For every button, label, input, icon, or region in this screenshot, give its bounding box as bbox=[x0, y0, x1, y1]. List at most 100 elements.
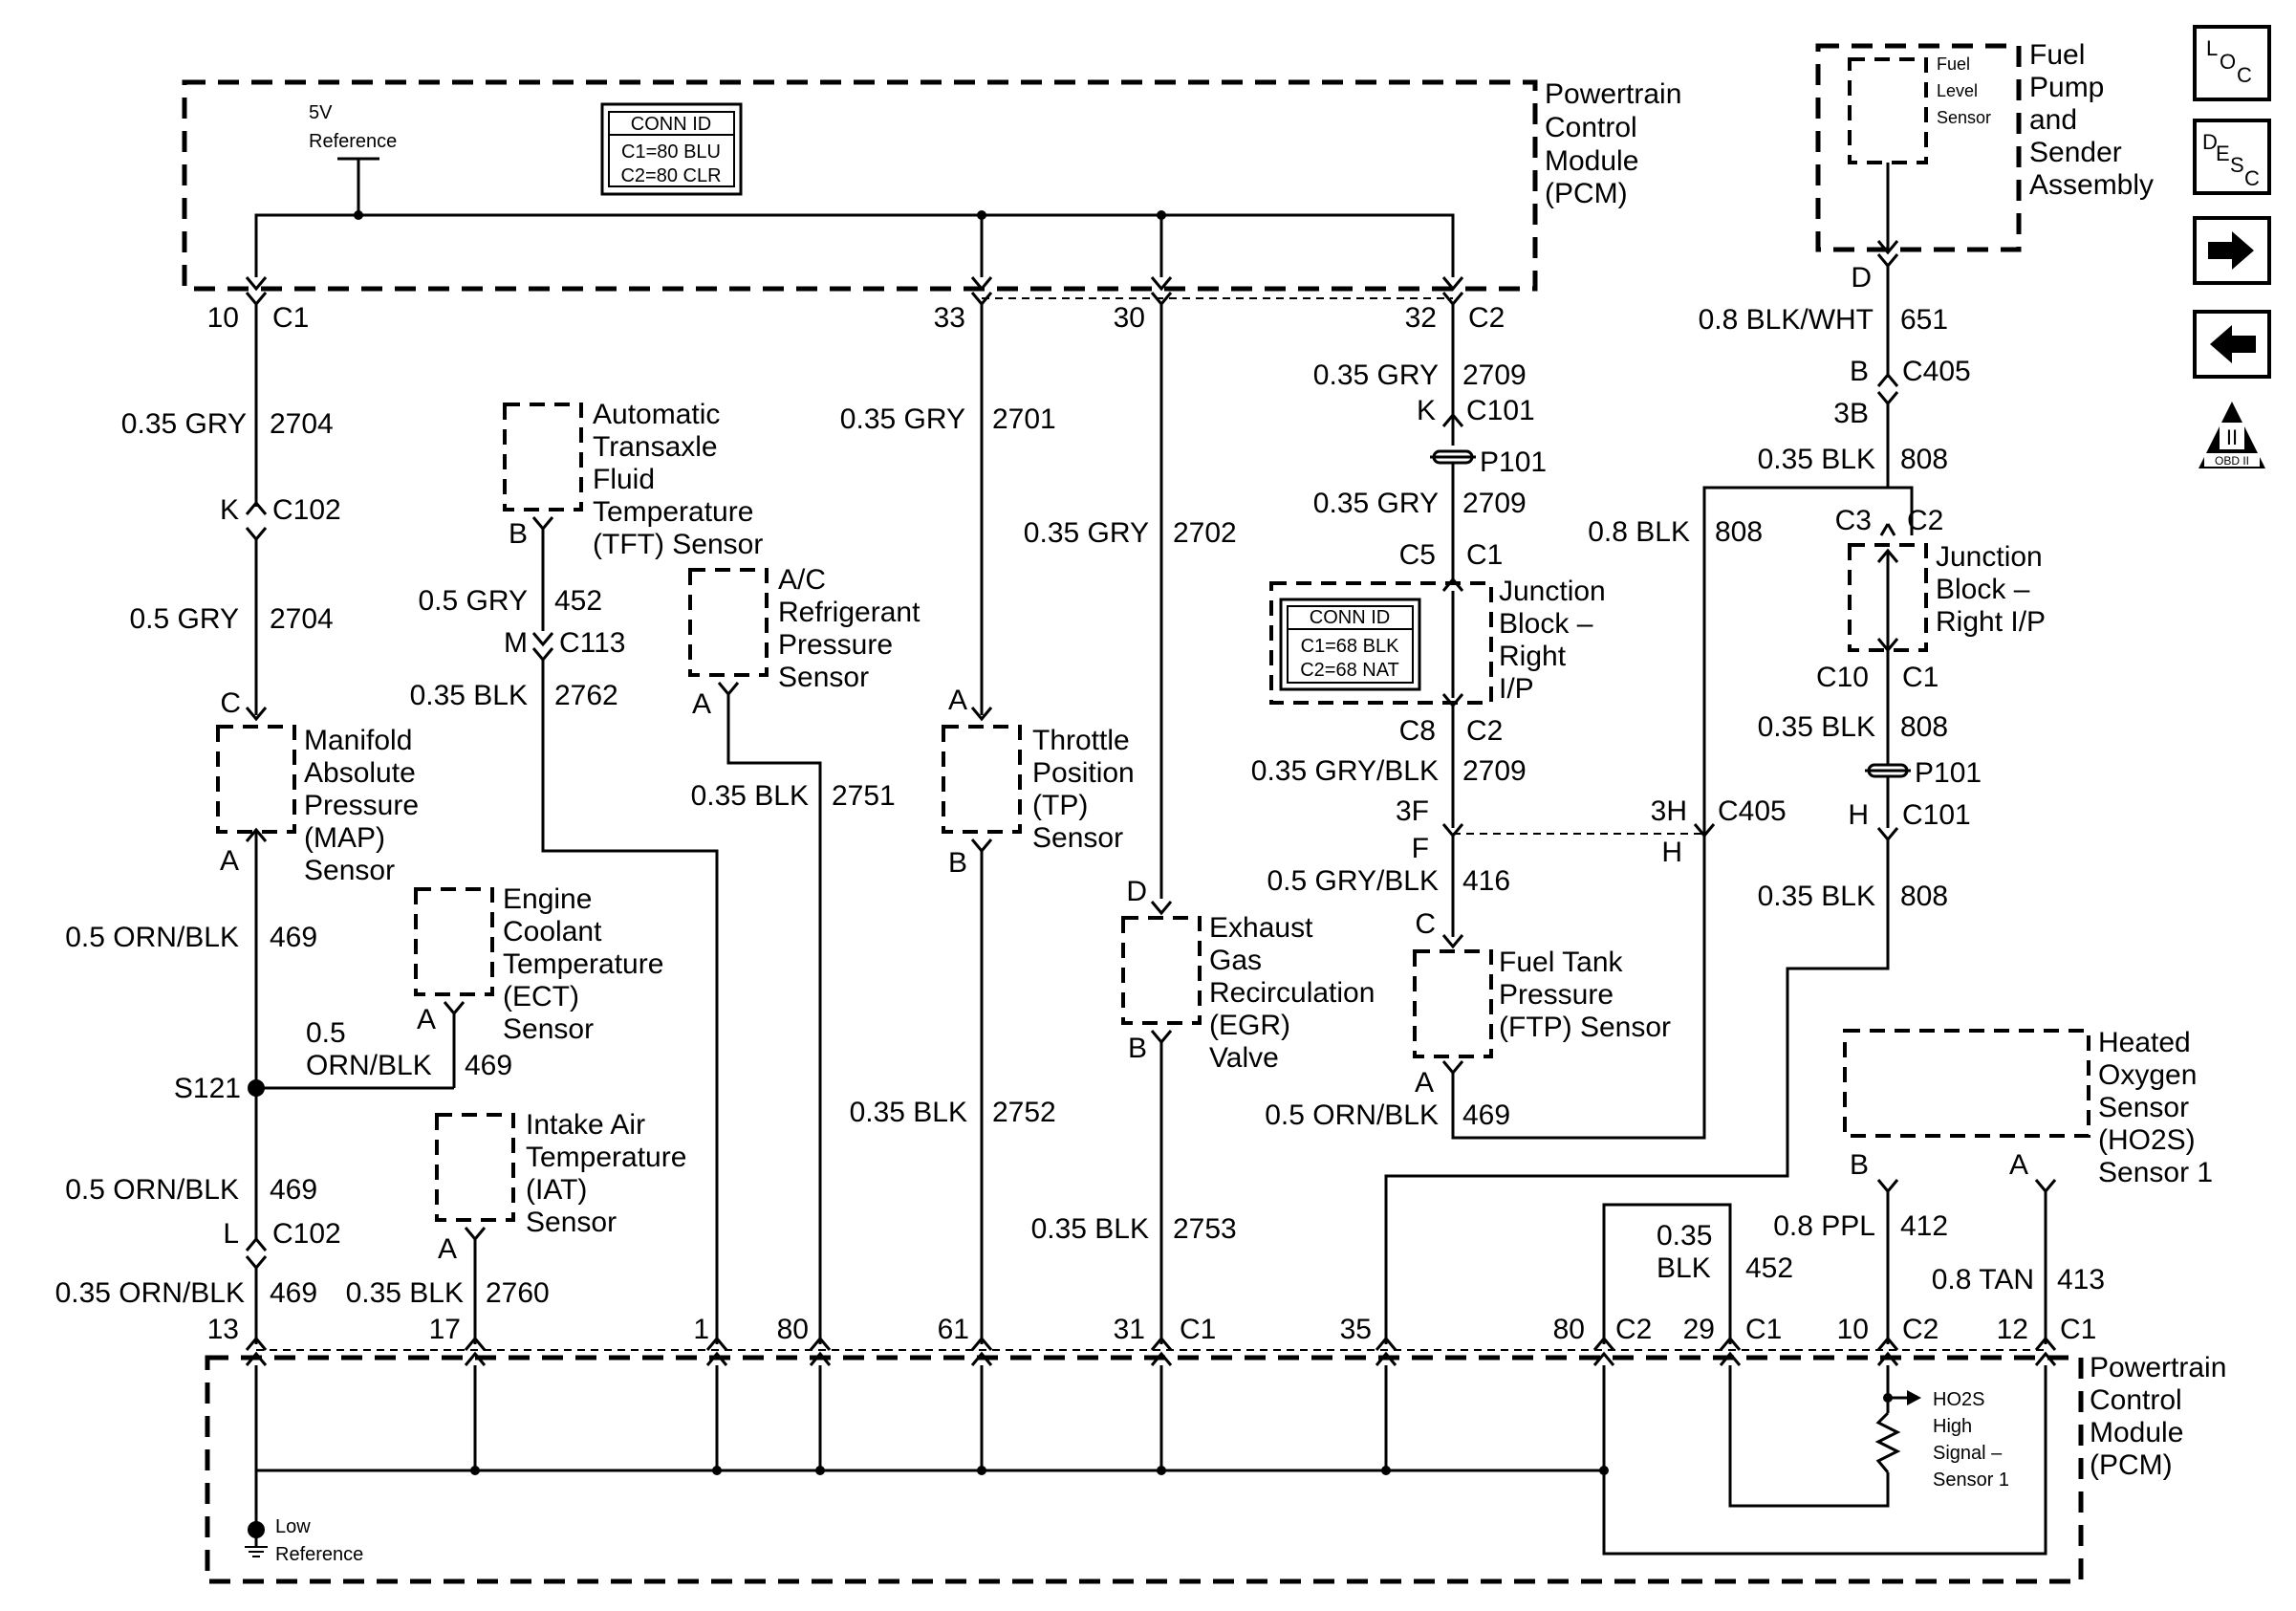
svg-text:2753: 2753 bbox=[1173, 1213, 1237, 1245]
svg-text:3F: 3F bbox=[1396, 795, 1429, 827]
svg-text:C113: C113 bbox=[559, 627, 626, 659]
resistor-icon bbox=[1874, 1411, 1901, 1473]
junction-block-right bbox=[1848, 543, 1928, 652]
svg-text:412: 412 bbox=[1900, 1210, 1948, 1242]
svg-text:P101: P101 bbox=[1915, 757, 1982, 789]
svg-text:2709: 2709 bbox=[1462, 488, 1527, 519]
svg-text:0.35: 0.35 bbox=[1657, 1220, 1712, 1252]
svg-text:D: D bbox=[2202, 130, 2218, 154]
svg-text:808: 808 bbox=[1900, 881, 1948, 912]
connector-c101-h bbox=[1876, 827, 1899, 842]
svg-text:Fuel: Fuel bbox=[1937, 54, 1970, 74]
map-sensor-label: Manifold Absolute Pressure (MAP) Sensor bbox=[304, 725, 419, 886]
svg-text:Temperature: Temperature bbox=[593, 496, 753, 528]
svg-text:Sender: Sender bbox=[2029, 137, 2122, 168]
svg-text:Pressure: Pressure bbox=[1499, 979, 1614, 1011]
pcm-top-label: Powertrain Control Module (PCM) bbox=[1545, 78, 1681, 209]
svg-text:S: S bbox=[2230, 153, 2244, 177]
svg-text:0.35 BLK: 0.35 BLK bbox=[1758, 881, 1875, 912]
fuse-p101b bbox=[1865, 763, 1911, 778]
svg-text:C101: C101 bbox=[1902, 799, 1971, 831]
svg-text:Manifold: Manifold bbox=[304, 725, 412, 756]
svg-text:Valve: Valve bbox=[1209, 1042, 1279, 1074]
svg-text:2704: 2704 bbox=[270, 408, 334, 440]
svg-text:3B: 3B bbox=[1833, 398, 1869, 429]
svg-text:C1=68 BLK: C1=68 BLK bbox=[1301, 636, 1400, 657]
svg-text:C102: C102 bbox=[272, 494, 341, 526]
svg-text:469: 469 bbox=[270, 1277, 317, 1309]
svg-text:Sensor: Sensor bbox=[778, 662, 869, 693]
svg-text:2762: 2762 bbox=[554, 680, 618, 711]
svg-text:OBD II: OBD II bbox=[2215, 454, 2249, 468]
svg-text:D: D bbox=[1851, 262, 1872, 294]
svg-text:Automatic: Automatic bbox=[593, 399, 720, 430]
svg-text:2702: 2702 bbox=[1173, 517, 1237, 549]
pin-label: 33 bbox=[934, 302, 965, 334]
svg-text:Fluid: Fluid bbox=[593, 464, 655, 495]
location-button[interactable]: L O C bbox=[2193, 25, 2271, 101]
svg-text:ORN/BLK: ORN/BLK bbox=[306, 1050, 432, 1081]
svg-text:Engine: Engine bbox=[503, 883, 592, 915]
connector-label: C2 bbox=[1468, 302, 1505, 334]
svg-text:O: O bbox=[2220, 50, 2236, 74]
iat-sensor bbox=[435, 1113, 515, 1222]
svg-text:C102: C102 bbox=[272, 1218, 341, 1250]
svg-text:A: A bbox=[438, 1233, 457, 1265]
svg-text:L: L bbox=[2206, 36, 2218, 60]
svg-text:2709: 2709 bbox=[1462, 755, 1527, 787]
svg-text:Right: Right bbox=[1499, 641, 1567, 672]
svg-text:Transaxle: Transaxle bbox=[593, 431, 718, 463]
svg-text:0.35 GRY: 0.35 GRY bbox=[1313, 359, 1439, 391]
svg-text:2709: 2709 bbox=[1462, 359, 1527, 391]
svg-text:0.8 TAN: 0.8 TAN bbox=[1932, 1264, 2034, 1295]
svg-text:29: 29 bbox=[1683, 1314, 1715, 1345]
svg-text:Gas: Gas bbox=[1209, 945, 1262, 976]
svg-text:2704: 2704 bbox=[270, 603, 334, 635]
svg-text:Sensor 1: Sensor 1 bbox=[1933, 1469, 2009, 1491]
svg-text:0.35 BLK: 0.35 BLK bbox=[410, 680, 528, 711]
svg-text:0.35 BLK: 0.35 BLK bbox=[1758, 711, 1875, 743]
svg-text:808: 808 bbox=[1715, 516, 1763, 548]
pcm-ground-bus bbox=[254, 1365, 2047, 1556]
pcm-top-box bbox=[182, 79, 1538, 292]
svg-text:C10: C10 bbox=[1816, 662, 1869, 693]
svg-text:(PCM): (PCM) bbox=[1545, 178, 1628, 209]
svg-text:651: 651 bbox=[1900, 304, 1948, 336]
svg-text:(TP): (TP) bbox=[1032, 790, 1088, 821]
svg-text:B: B bbox=[948, 847, 967, 879]
svg-text:Block –: Block – bbox=[1936, 574, 2030, 605]
previous-page-button[interactable] bbox=[2193, 310, 2271, 379]
ftp-sensor-label: Fuel Tank Pressure (FTP) Sensor bbox=[1499, 947, 1671, 1043]
svg-text:B: B bbox=[1850, 356, 1869, 387]
svg-text:C1: C1 bbox=[1745, 1314, 1782, 1345]
junction-block-left-label: Junction Block – Right I/P bbox=[1499, 576, 1606, 705]
svg-text:C2: C2 bbox=[1902, 1314, 1939, 1345]
arrow-left-icon bbox=[2210, 325, 2256, 363]
svg-text:C405: C405 bbox=[1718, 795, 1787, 827]
wire-452-loop bbox=[1602, 1203, 1732, 1344]
svg-text:C2: C2 bbox=[1615, 1314, 1652, 1345]
svg-text:C1: C1 bbox=[1902, 662, 1939, 693]
svg-text:A: A bbox=[417, 1004, 436, 1035]
svg-text:Absolute: Absolute bbox=[304, 757, 416, 789]
junction-block-left bbox=[1269, 581, 1493, 705]
connector-label: C1 bbox=[272, 302, 309, 334]
svg-text:B: B bbox=[1850, 1149, 1869, 1181]
svg-text:Signal –: Signal – bbox=[1933, 1443, 2003, 1464]
svg-text:(TFT) Sensor: (TFT) Sensor bbox=[593, 529, 763, 560]
svg-text:0.35 GRY: 0.35 GRY bbox=[121, 408, 247, 440]
svg-text:0.5 GRY/BLK: 0.5 GRY/BLK bbox=[1267, 865, 1439, 897]
svg-text:Reference: Reference bbox=[309, 131, 397, 152]
connector-c101-k bbox=[1441, 412, 1464, 427]
svg-text:CONN ID: CONN ID bbox=[631, 114, 711, 135]
svg-text:B: B bbox=[509, 518, 528, 550]
next-page-button[interactable] bbox=[2193, 216, 2271, 285]
fuel-level-sensor-label: Fuel Level Sensor bbox=[1937, 54, 1991, 127]
svg-text:Pump: Pump bbox=[2029, 72, 2104, 103]
svg-text:Powertrain: Powertrain bbox=[2090, 1352, 2226, 1383]
description-button[interactable]: D E S C bbox=[2193, 119, 2271, 195]
obd-ii-icon[interactable]: II OBD II bbox=[2199, 402, 2265, 468]
wire-2751 bbox=[726, 694, 822, 1344]
low-reference-label: Low bbox=[275, 1516, 311, 1537]
iat-sensor-label: Intake Air Temperature (IAT) Sensor bbox=[526, 1109, 686, 1238]
